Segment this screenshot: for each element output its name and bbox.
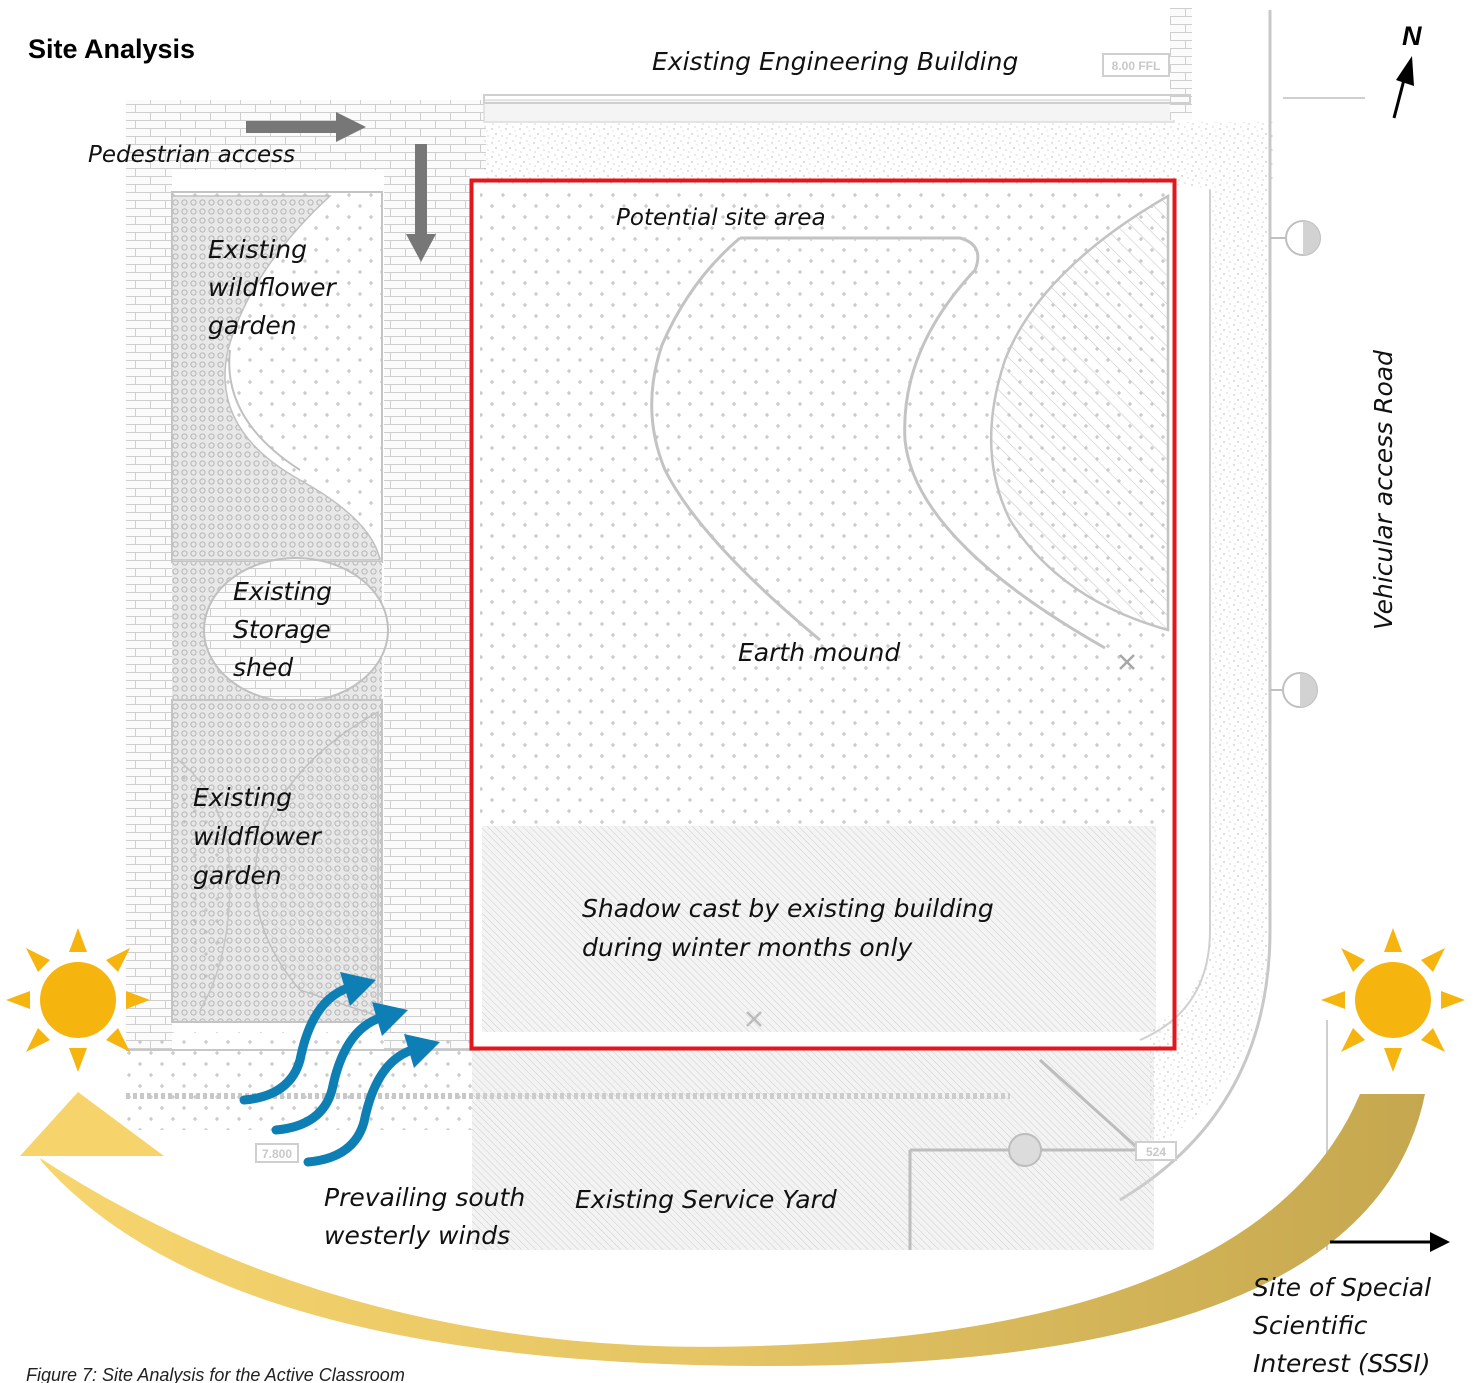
label-engineering-building: Existing Engineering Building (652, 47, 1018, 76)
label-wildflower-garden-top: Existing wildflower garden (208, 235, 337, 340)
prevailing-wind-arrows (239, 972, 440, 1167)
north-arrow-icon (1392, 56, 1414, 119)
svg-text:Existing: Existing (208, 235, 307, 264)
drain-cover (1008, 1133, 1042, 1167)
svg-text:garden: garden (208, 311, 297, 340)
svg-text:wildflower: wildflower (208, 273, 337, 302)
sun-path (20, 1092, 1425, 1367)
verge-edge (1139, 190, 1211, 1041)
svg-text:shed: shed (233, 653, 293, 682)
north-label: N (1402, 21, 1422, 51)
sssi-direction-arrow-icon (1330, 1232, 1450, 1252)
svg-text:Shadow cast by existing buildi: Shadow cast by existing building (582, 894, 994, 923)
building-wall-line (483, 94, 1191, 104)
svg-text:westerly winds: westerly winds (324, 1221, 510, 1250)
sun-icon (6, 928, 150, 1072)
figure-caption: Figure 7: Site Analysis for the Active C… (26, 1365, 405, 1383)
svg-text:Site of Special: Site of Special (1253, 1273, 1431, 1302)
ffl-tag-text: 8.00 FFL (1112, 59, 1161, 73)
level-tag (255, 1143, 299, 1163)
arrow-right-icon (246, 112, 366, 142)
wind-arrow-icon (303, 1034, 440, 1167)
west-paving (126, 170, 172, 1050)
building-forecourt (484, 122, 1274, 184)
label-sssi: Site of Special Scientific Interest (SSS… (1253, 1273, 1431, 1378)
wind-arrow-icon (271, 1002, 408, 1135)
svg-text:Existing: Existing (233, 577, 332, 606)
svg-text:Existing: Existing (193, 783, 292, 812)
svg-text:Storage: Storage (233, 615, 331, 644)
arrow-down-icon (406, 144, 436, 262)
pedestrian-access-arrows (246, 112, 436, 262)
label-vehicular-road: Vehicular access Road (1369, 350, 1398, 630)
sun-path-arrowhead (20, 1092, 164, 1156)
svg-text:Prevailing south: Prevailing south (324, 1183, 525, 1212)
potential-site-boundary (469, 178, 1177, 1051)
svg-text:Interest (SSSI): Interest (SSSI) (1253, 1349, 1431, 1378)
label-earth-mound: Earth mound (738, 638, 900, 667)
svg-text:garden: garden (193, 861, 282, 890)
label-service-yard: Existing Service Yard (575, 1185, 837, 1214)
page-title: Site Analysis (28, 34, 195, 64)
wildflower-garden-top (171, 191, 383, 563)
sun-icon (1321, 928, 1465, 1072)
label-winds: Prevailing south westerly winds (324, 1183, 525, 1250)
earth-mound-slope (989, 193, 1170, 632)
label-pedestrian-access: Pedestrian access (88, 142, 295, 168)
wildflower-garden-bottom (171, 699, 383, 1023)
survey-point-mark (1119, 654, 1135, 670)
label-storage-shed: Existing Storage shed (233, 577, 332, 682)
road-edge (1119, 10, 1272, 1202)
building-wall-east (1170, 8, 1192, 120)
winter-shadow-zone (482, 826, 1156, 1032)
label-shadow: Shadow cast by existing building during … (582, 894, 994, 962)
plan-base: 8.00 FFL (126, 8, 1365, 1250)
earth-mound-contour-inner (650, 236, 821, 642)
level-tag-text: 7.800 (262, 1147, 292, 1161)
central-path (384, 170, 470, 1050)
ffl-tag (1102, 53, 1170, 77)
svg-text:wildflower: wildflower (193, 822, 322, 851)
label-wildflower-garden-bottom: Existing wildflower garden (193, 783, 322, 890)
lamp-post (1270, 220, 1321, 256)
label-potential-site: Potential site area (616, 205, 826, 231)
level-tag-text: 524 (1146, 1145, 1166, 1159)
svg-text:during winter months only: during winter months only (582, 933, 913, 962)
earth-mound-contour-outer (740, 236, 1106, 650)
svg-text:Scientific: Scientific (1253, 1311, 1368, 1340)
level-tag (1135, 1141, 1177, 1161)
wind-arrow-icon (239, 972, 376, 1105)
lamp-post (1270, 672, 1318, 708)
storage-shed (172, 557, 389, 703)
